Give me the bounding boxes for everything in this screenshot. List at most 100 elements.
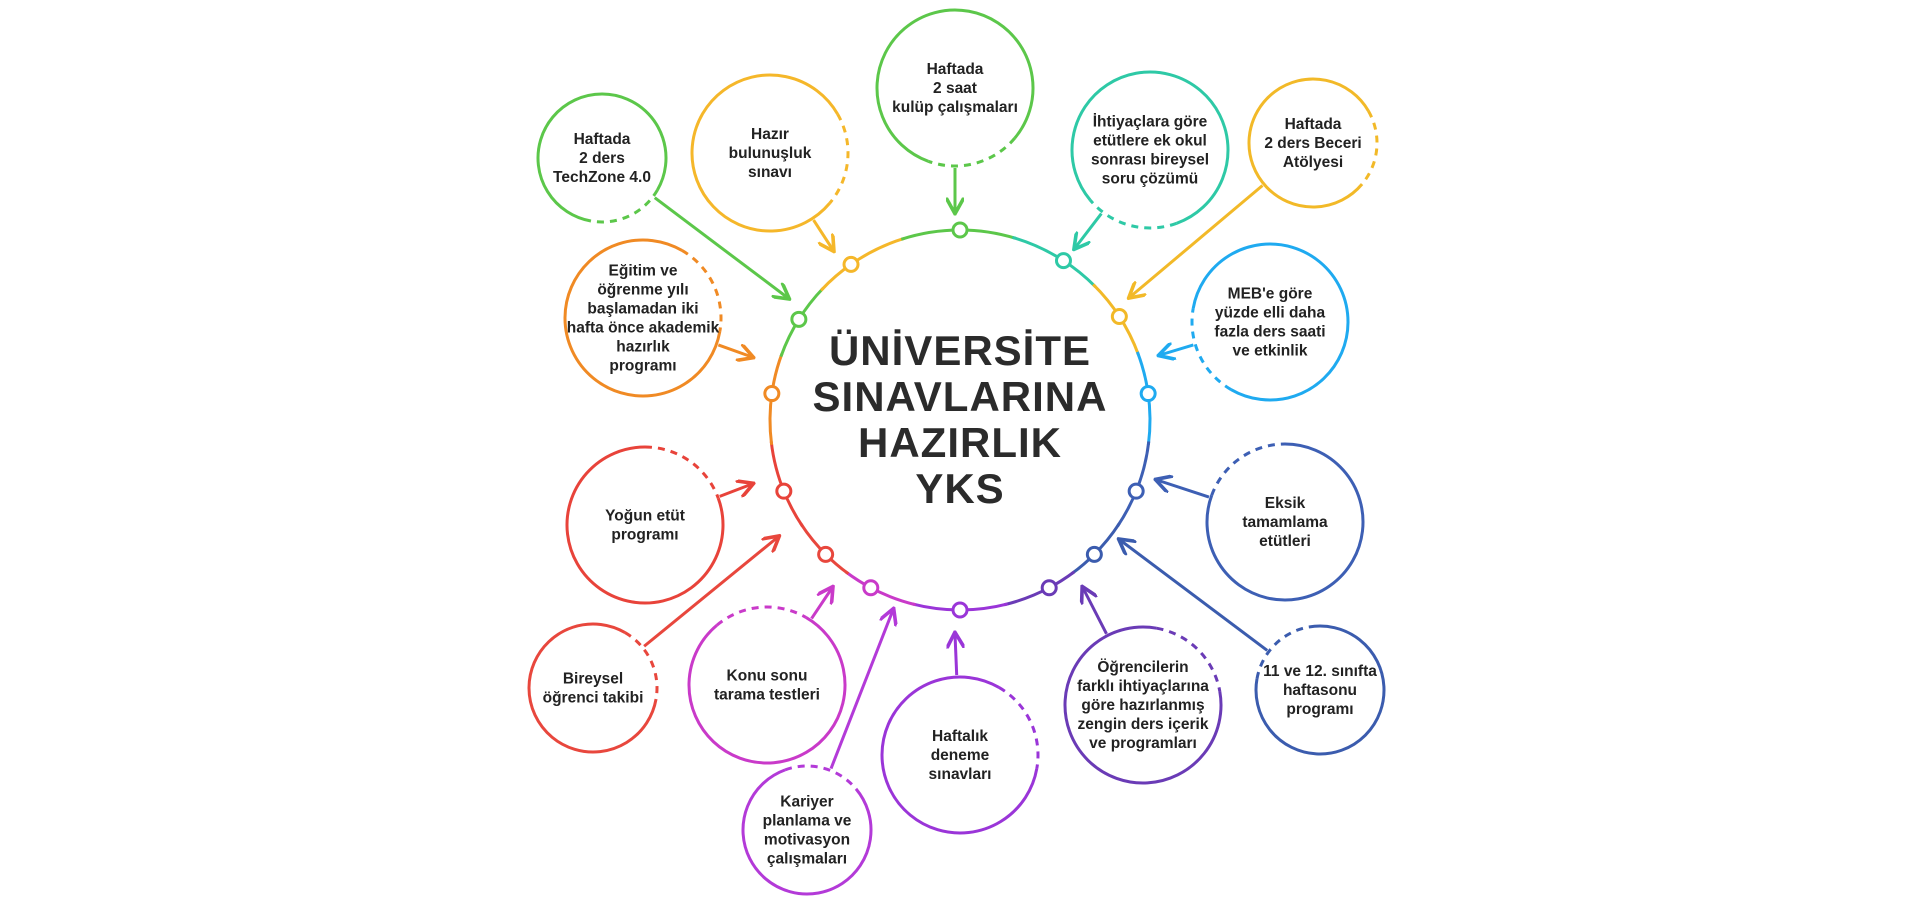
node-circle <box>741 768 873 896</box>
node-deneme: Haftalık deneme sınavları <box>880 675 1040 835</box>
connector-arrow <box>653 196 788 298</box>
node-circle <box>1063 625 1223 785</box>
node-zengin: Öğrencilerin farklı ihtiyaçlarına göre haz… <box>1063 625 1223 785</box>
node-label-line: tarama testleri <box>714 687 820 704</box>
node-circle <box>880 675 1039 835</box>
node-label-line: Haftada <box>927 61 984 78</box>
node-circle-dashed <box>1190 308 1232 391</box>
connector-arrow <box>719 484 752 498</box>
ring-dot <box>817 545 835 563</box>
node-circle-dashed <box>1255 625 1310 680</box>
ring-dot <box>951 601 969 619</box>
node-label-line: öğrenme yılı <box>597 282 688 299</box>
connector-arrow <box>810 588 832 620</box>
node-label-line: MEB'e göre <box>1228 286 1313 303</box>
node-circle-dashed <box>998 686 1040 769</box>
node-circle <box>1070 70 1230 225</box>
node-label-line: soru çözümü <box>1102 171 1198 188</box>
node-label-line: Haftalık <box>932 728 988 745</box>
ring-dot <box>775 482 793 500</box>
connector-arrow <box>643 537 778 648</box>
node-label-line: İhtiyaçlara göre <box>1093 114 1208 131</box>
center-title-line: ÜNİVERSİTE <box>829 327 1091 374</box>
connector-arrow <box>1083 588 1108 635</box>
connector-arrow <box>1160 345 1194 355</box>
ring-dot <box>951 221 969 239</box>
node-label-line: programı <box>609 358 676 375</box>
node-label-line: Haftada <box>574 131 631 148</box>
node-label-line: etütlere ek okul <box>1093 133 1207 150</box>
node-circle-dashed <box>1360 110 1379 186</box>
node-circle-dashed <box>1089 199 1178 230</box>
ring-dot <box>1110 308 1128 326</box>
center-title-line: YKS <box>915 465 1004 512</box>
node-kariyer: Kariyer planlama ve motivasyon çalışmaları <box>741 764 873 896</box>
node-haftasonu: 11 ve 12. sınıfta haftasonu programı <box>1254 624 1386 756</box>
node-label-line: Haftada <box>1285 116 1342 133</box>
node-label-line: Eksik <box>1265 495 1306 512</box>
node-etut-cozum: İhtiyaçlara göre etütlere ek okul sonrası … <box>1070 70 1230 230</box>
node-label-line: hafta önce akademik <box>567 320 720 337</box>
node-label-line: 2 ders Beceri <box>1264 135 1361 152</box>
node-label-line: 11 ve 12. sınıfta <box>1263 663 1377 680</box>
node-circle-dashed <box>715 605 807 627</box>
node-label-line: 2 saat <box>933 80 977 97</box>
ring-dot <box>862 579 880 597</box>
node-label-line: 2 ders <box>579 150 625 167</box>
node-label-line: deneme <box>931 747 990 764</box>
node-label-line: sınavı <box>748 164 792 181</box>
node-label-line: planlama ve <box>763 813 852 830</box>
node-circle-dashed <box>681 249 723 332</box>
node-label-line: Hazır <box>751 126 789 143</box>
ring-dot <box>1040 579 1058 597</box>
node-circle <box>536 92 668 223</box>
ring-dot <box>842 255 860 273</box>
ring-dot <box>763 385 781 403</box>
node-label-line: sınavları <box>929 766 992 783</box>
node-label-line: göre hazırlanmış <box>1081 697 1204 714</box>
connector-arrow <box>829 610 893 770</box>
node-circle <box>1254 624 1386 756</box>
node-label-line: Kariyer <box>780 794 833 811</box>
connector-arrow <box>717 343 752 357</box>
connector-arrow <box>1157 480 1210 499</box>
node-circle <box>563 238 722 398</box>
connector-layer <box>643 168 1269 770</box>
node-tarama: Konu sonu tarama testleri <box>687 605 847 765</box>
node-label-line: TechZone 4.0 <box>553 169 651 186</box>
node-label-line: motivasyon <box>764 832 850 849</box>
node-label-line: Konu sonu <box>727 668 808 685</box>
node-label-line: haftasonu <box>1283 682 1357 699</box>
center-ring <box>763 221 1157 619</box>
node-label-line: bulunuşluk <box>729 145 812 162</box>
node-label-line: fazla ders saati <box>1214 324 1325 341</box>
ring-dot <box>1054 252 1072 270</box>
node-circle <box>527 622 658 754</box>
node-label-line: farklı ihtiyaçlarına <box>1077 678 1209 695</box>
node-label-line: Öğrencilerin <box>1097 659 1188 676</box>
node-label-line: hazırlık <box>616 339 670 356</box>
node-circle <box>1205 442 1365 602</box>
node-label-line: sonrası bireysel <box>1091 152 1209 169</box>
node-label-line: programı <box>611 527 678 544</box>
connector-arrow <box>1130 184 1264 297</box>
node-label-line: başlamadan iki <box>587 301 698 318</box>
node-label-line: ve etkinlik <box>1233 343 1308 360</box>
connector-arrow <box>955 634 957 676</box>
node-yogun: Yoğun etüt programı <box>565 445 725 605</box>
node-label-line: Yoğun etüt <box>605 508 685 525</box>
node-label-line: programı <box>1286 701 1353 718</box>
center-title-line: SINAVLARINA <box>813 373 1108 420</box>
ring-dot <box>1085 545 1103 563</box>
node-circle-dashed <box>590 189 659 224</box>
node-label-line: çalışmaları <box>767 851 847 868</box>
node-circle <box>565 445 725 605</box>
node-circle-dashed <box>784 764 858 790</box>
node-label-line: tamamlama <box>1242 514 1328 531</box>
ring-dot <box>1139 385 1157 403</box>
